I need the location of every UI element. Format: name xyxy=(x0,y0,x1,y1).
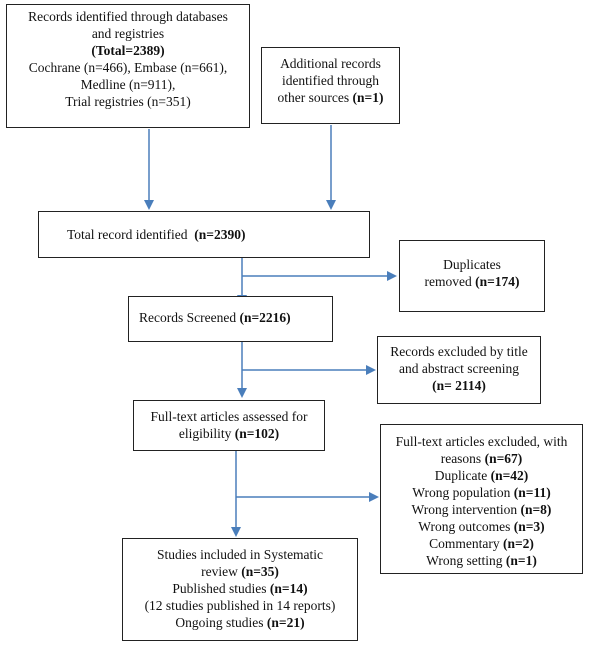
fulltext-excluded-line-2: reasons (n=67) xyxy=(381,450,582,467)
records-screened-box: Records Screened (n=2216) xyxy=(128,296,333,342)
included-line-5: Ongoing studies (n=21) xyxy=(123,614,357,631)
reason-item: Commentary (n=2) xyxy=(381,535,582,552)
reason-count: (n=2) xyxy=(502,536,534,551)
databases-line-1: Records identified through databases xyxy=(28,9,228,24)
fulltext-line-2: eligibility (n=102) xyxy=(134,425,324,442)
total-identified-label: Total record identified xyxy=(67,227,195,242)
databases-line-2: and registries xyxy=(91,26,165,41)
ongoing-count: (n=21) xyxy=(266,615,305,630)
reason-label: Wrong population xyxy=(412,485,514,500)
total-identified-box: Total record identified (n=2390) xyxy=(38,211,370,258)
databases-total: (Total=2389) xyxy=(91,43,165,58)
databases-line-5: Trial registries (n=351) xyxy=(65,94,191,109)
duplicates-label: removed xyxy=(424,274,476,289)
included-review-label: review xyxy=(201,564,242,579)
fulltext-line-1: Full-text articles assessed for xyxy=(150,409,308,424)
other-sources-line-2: identified through xyxy=(281,73,380,88)
reason-item: Duplicate (n=42) xyxy=(381,467,582,484)
other-sources-label: other sources xyxy=(277,90,353,105)
reason-item: Wrong population (n=11) xyxy=(381,484,582,501)
reason-label: Wrong setting xyxy=(426,553,506,568)
fulltext-label: eligibility xyxy=(178,426,235,441)
reason-label: Commentary xyxy=(429,536,503,551)
ongoing-label: Ongoing studies xyxy=(175,615,267,630)
reason-label: Wrong outcomes xyxy=(418,519,514,534)
other-sources-box: Additional records identified through ot… xyxy=(261,47,400,124)
reason-item: Wrong setting (n=1) xyxy=(381,552,582,569)
other-sources-line-3: other sources (n=1) xyxy=(262,89,399,106)
reason-label: Wrong intervention xyxy=(411,502,521,517)
reason-count: (n=11) xyxy=(513,485,551,500)
duplicates-line-2: removed (n=174) xyxy=(400,273,544,290)
other-sources-count: (n=1) xyxy=(352,90,384,105)
databases-records-box: Records identified through databases and… xyxy=(6,4,250,128)
studies-included-box: Studies included in Systematic review (n… xyxy=(122,538,358,641)
duplicates-count: (n=174) xyxy=(475,274,520,289)
reason-item: Wrong outcomes (n=3) xyxy=(381,518,582,535)
reason-count: (n=1) xyxy=(505,553,537,568)
excluded-title-line-2: and abstract screening xyxy=(399,361,519,376)
included-review-count: (n=35) xyxy=(241,564,279,579)
included-line-4: (12 studies published in 14 reports) xyxy=(144,598,336,613)
fulltext-excluded-label: reasons xyxy=(440,451,485,466)
other-sources-line-1: Additional records xyxy=(280,56,381,71)
databases-line-4: Medline (n=911), xyxy=(80,77,176,92)
databases-line-3: Cochrane (n=466), Embase (n=661), xyxy=(28,60,228,75)
fulltext-excluded-line-1: Full-text articles excluded, with xyxy=(395,434,568,449)
reason-count: (n=42) xyxy=(490,468,529,483)
included-line-3: Published studies (n=14) xyxy=(123,580,357,597)
fulltext-assessed-box: Full-text articles assessed for eligibil… xyxy=(133,400,325,451)
screened-count: (n=2216) xyxy=(239,310,291,325)
reason-count: (n=3) xyxy=(513,519,545,534)
published-label: Published studies xyxy=(172,581,270,596)
total-identified-count: (n=2390) xyxy=(194,227,246,242)
published-count: (n=14) xyxy=(269,581,308,596)
fulltext-excluded-box: Full-text articles excluded, with reason… xyxy=(380,424,583,574)
screened-label: Records Screened xyxy=(139,310,240,325)
fulltext-count: (n=102) xyxy=(234,426,280,441)
reason-item: Wrong intervention (n=8) xyxy=(381,501,582,518)
duplicates-box: Duplicates removed (n=174) xyxy=(399,240,545,312)
excluded-title-line-1: Records excluded by title xyxy=(390,344,528,359)
included-line-2: review (n=35) xyxy=(123,563,357,580)
excluded-title-count: (n= 2114) xyxy=(432,378,486,393)
duplicates-line-1: Duplicates xyxy=(443,257,501,272)
reason-count: (n=8) xyxy=(520,502,552,517)
fulltext-excluded-count: (n=67) xyxy=(484,451,523,466)
included-line-1: Studies included in Systematic xyxy=(156,547,324,562)
reason-label: Duplicate xyxy=(434,468,491,483)
excluded-title-abstract-box: Records excluded by title and abstract s… xyxy=(377,336,541,404)
